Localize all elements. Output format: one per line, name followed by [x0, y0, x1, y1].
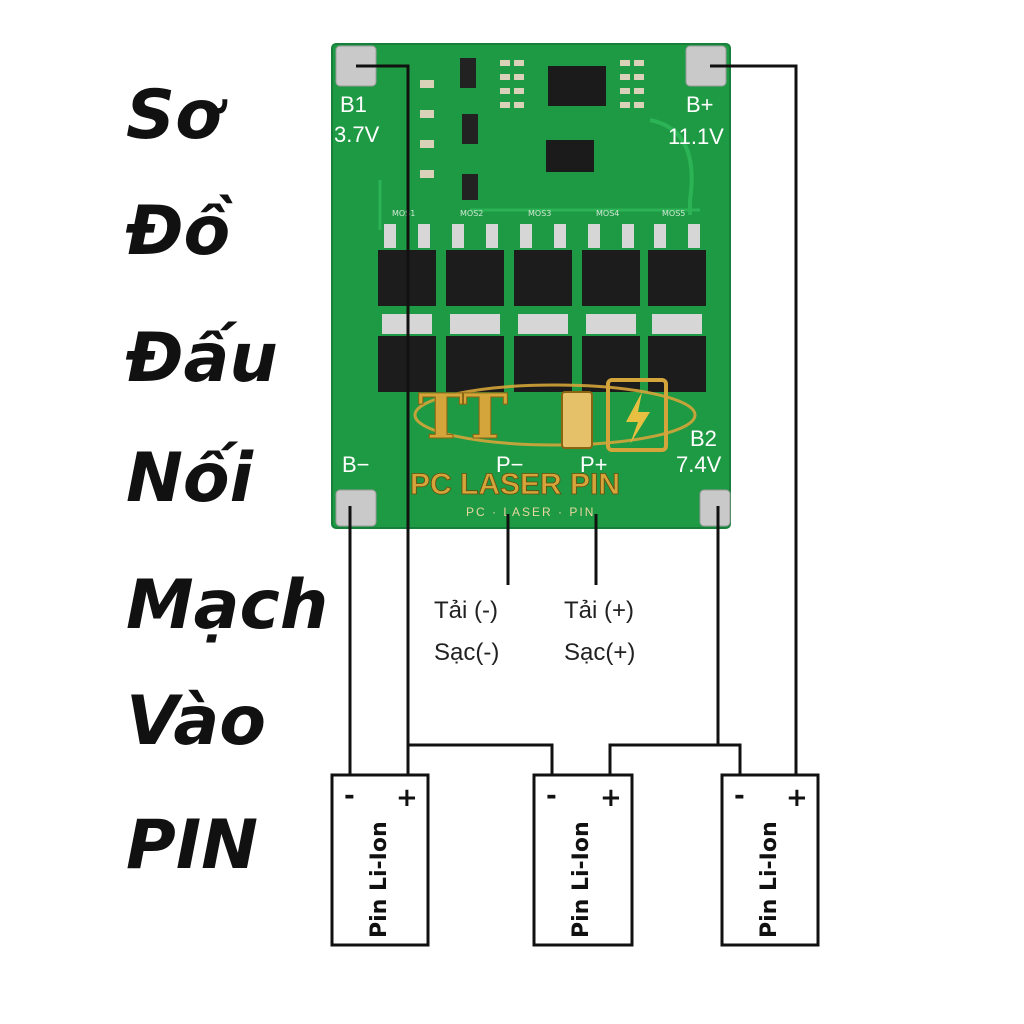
mosfet-2: MOS2: [446, 209, 504, 392]
label-load-plus: Tải (+): [564, 597, 634, 624]
wire-series-1: [408, 743, 554, 775]
battery-cells: - + Pin Li-Ion - + Pin Li-Ion - + Pin Li…: [330, 773, 820, 947]
mosfet-4: MOS4: [582, 209, 640, 392]
label-load-minus: Tải (-): [434, 597, 498, 624]
mosfet-label-3: MOS3: [528, 209, 551, 218]
resistor-r2: [462, 114, 478, 144]
watermark-swoosh: [413, 383, 697, 447]
mosfet-label-4: MOS4: [596, 209, 619, 218]
cell-1-name: Pin Li-Ion: [367, 821, 392, 938]
control-ic-area: [378, 58, 700, 230]
pad-label-b1: B1: [340, 92, 367, 117]
watermark-tagline: PC · LASER · PIN: [466, 505, 595, 519]
title-word-2: Đồ: [126, 192, 231, 271]
pad-b2: [699, 489, 731, 527]
pc-tower-icon: [561, 391, 593, 449]
pad-label-pplus: P+: [580, 452, 608, 477]
cell-1-minus: -: [344, 781, 355, 811]
title-word-1: Sơ: [126, 76, 222, 155]
pad-label-b2-voltage: 7.4V: [676, 452, 722, 477]
battery-cell-2: - + Pin Li-Ion: [532, 773, 634, 947]
mosfet-5: MOS5: [648, 209, 706, 392]
lightning-icon: [626, 392, 650, 444]
label-charge-plus: Sạc(+): [564, 639, 635, 666]
wires: [348, 64, 798, 775]
battery-icon: [606, 378, 668, 452]
wire-bplus: [710, 64, 798, 775]
battery-cell-3: - + Pin Li-Ion: [720, 773, 820, 947]
resistor-r1: [460, 58, 476, 88]
cell-2-name: Pin Li-Ion: [569, 821, 594, 938]
label-charge-minus: Sạc(-): [434, 639, 499, 666]
title-word-6: Vào: [126, 682, 266, 761]
cell-2-plus: +: [600, 783, 622, 813]
cell-3-plus: +: [786, 783, 808, 813]
cell-2-minus: -: [546, 781, 557, 811]
regulator-chip: [546, 140, 594, 172]
wire-b1: [356, 64, 410, 775]
mosfet-label-2: MOS2: [460, 209, 483, 218]
pad-label-pminus: P−: [496, 452, 524, 477]
bms-board: MOS1 MOS2 MOS3 MOS4 MOS5 B1 3.7V B+ 11.1V B−…: [331, 43, 731, 529]
wire-series-2: [608, 743, 742, 775]
pad-bminus: [335, 489, 377, 527]
brand-watermark: TT PC LASER PIN PC · LASER · PIN: [410, 378, 697, 519]
mosfet-3: MOS3: [514, 209, 572, 392]
watermark-brand: PC LASER PIN: [410, 468, 620, 501]
bms-ic-chip: [548, 66, 606, 106]
title-word-4: Nối: [126, 439, 253, 518]
title-word-5: Mạch: [126, 566, 329, 645]
pad-label-b2: B2: [690, 426, 717, 451]
pad-label-b1-voltage: 3.7V: [334, 122, 380, 147]
title-word-7: PIN: [126, 806, 259, 885]
battery-cell-1: - + Pin Li-Ion: [330, 773, 430, 947]
cell-2-body: [532, 773, 634, 947]
mosfet-label-1: MOS1: [392, 209, 415, 218]
mosfet-label-5: MOS5: [662, 209, 685, 218]
pad-label-bplus-voltage: 11.1V: [668, 124, 724, 149]
watermark-logo: TT: [418, 380, 508, 453]
terminal-labels: Tải (-) Sạc(-) Tải (+) Sạc(+): [434, 597, 635, 666]
title-word-3: Đấu: [126, 319, 278, 398]
cell-3-body: [720, 773, 820, 947]
pad-label-bplus: B+: [686, 92, 714, 117]
cell-1-plus: +: [396, 783, 418, 813]
cell-3-name: Pin Li-Ion: [757, 821, 782, 938]
cell-3-minus: -: [734, 781, 745, 811]
pad-label-bminus: B−: [342, 452, 370, 477]
resistor-r3: [462, 174, 478, 200]
cell-1-body: [330, 773, 430, 947]
